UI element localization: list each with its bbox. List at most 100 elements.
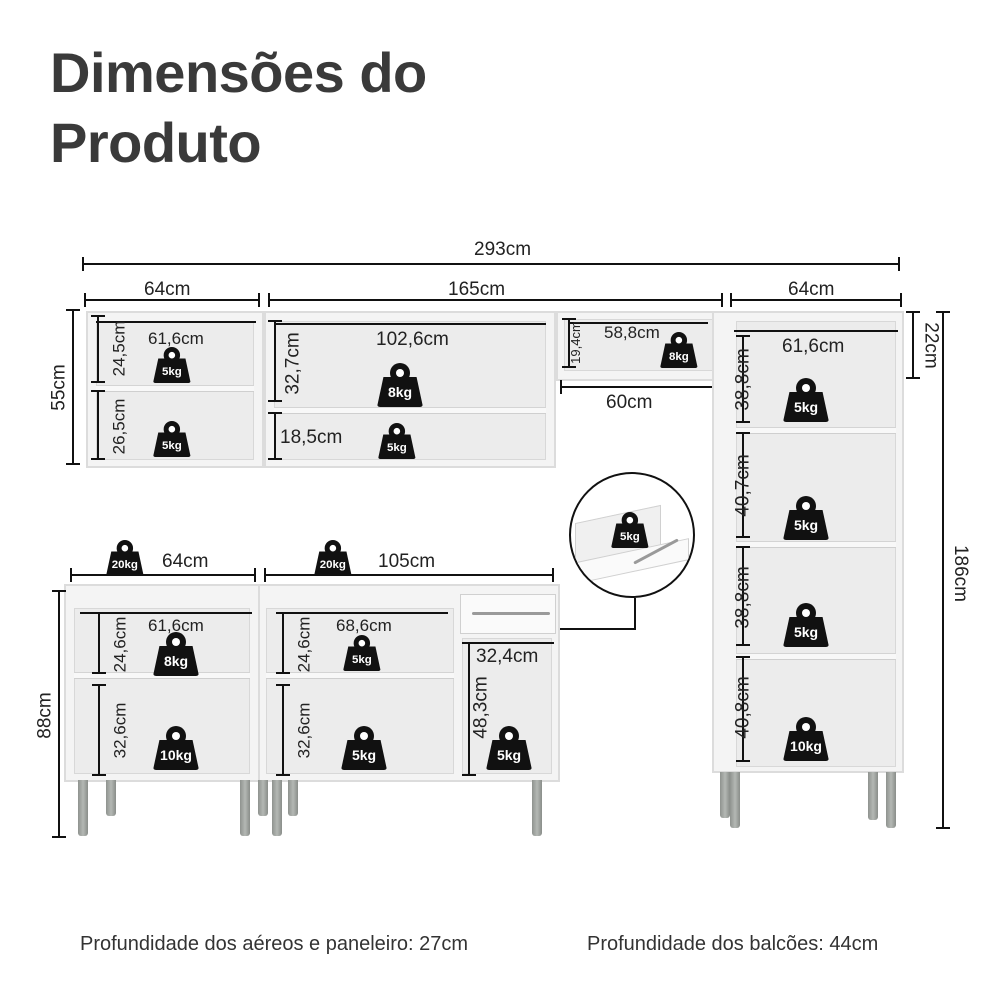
weight-label: 5kg <box>619 529 640 543</box>
tall-shelf-3-height-line <box>736 546 750 646</box>
base-side-height-line <box>462 642 476 776</box>
upper-right-inner-width-line <box>568 322 708 324</box>
tall-top-gap-label: 22cm <box>920 322 942 369</box>
upper-left-bottom-height-line <box>91 390 105 460</box>
tall-shelf-1-height-label: 38,8cm <box>732 348 754 411</box>
drawer-pointer-h <box>526 628 636 630</box>
footer-balcoes-depth: Profundidade dos balcões: 44cm <box>587 933 879 955</box>
base-left-top-height-label: 24,6cm <box>110 616 130 673</box>
base-mid-bottom-height-line <box>276 684 290 776</box>
base-left-bottom-height-label: 32,6cm <box>110 702 130 759</box>
weight-label: 8kg <box>163 653 189 669</box>
overall-width-line <box>82 257 900 271</box>
weight-icon: 5kg <box>378 423 416 460</box>
base-left-bottom-height-line <box>92 684 106 776</box>
leg <box>106 780 116 816</box>
tall-width-line <box>730 293 902 307</box>
base-mid-inner-width-line <box>278 612 448 614</box>
weight-label: 5kg <box>161 364 182 378</box>
base-left-width-line <box>70 568 256 582</box>
base-mid-drawer-handle <box>472 612 550 615</box>
upper-left-width-label: 64cm <box>144 279 191 300</box>
upper-left-top-height-line <box>91 315 105 383</box>
upper-mid-top-height-line <box>268 320 282 402</box>
tall-shelf <box>736 427 896 434</box>
upper-left-inner-width-label: 61,6cm <box>148 329 204 348</box>
weight-icon: 10kg <box>153 726 199 770</box>
weight-icon: 8kg <box>660 332 698 369</box>
weight-label: 8kg <box>668 349 689 363</box>
base-height-label: 88cm <box>34 692 56 739</box>
weight-label: 10kg <box>790 738 822 754</box>
tall-width-label: 64cm <box>788 279 835 300</box>
base-left-top-height-line <box>92 612 106 674</box>
weight-label: 5kg <box>793 624 819 640</box>
base-left-width-label: 64cm <box>162 551 209 572</box>
weight-icon: 8kg <box>377 363 423 407</box>
leg <box>886 772 896 828</box>
weight-icon: 5kg <box>343 635 381 672</box>
upper-mid-inner-width-line <box>276 323 546 325</box>
leg <box>868 772 878 820</box>
weight-label: 8kg <box>387 384 413 400</box>
weight-icon: 20kg <box>106 540 144 577</box>
base-mid-top-height-label: 24,6cm <box>294 616 314 673</box>
weight-label: 5kg <box>161 438 182 452</box>
upper-right-inner-width-label: 58,8cm <box>604 323 660 342</box>
upper-mid-shelf <box>274 407 546 414</box>
weight-icon: 5kg <box>486 726 532 770</box>
base-mid-width-line <box>264 568 554 582</box>
weight-label: 20kg <box>111 557 138 571</box>
upper-height-line <box>66 309 80 465</box>
weight-icon: 5kg <box>783 603 829 647</box>
tall-height-line <box>936 311 950 829</box>
tall-inner-width-line <box>734 330 898 332</box>
upper-mid-width-label: 165cm <box>448 279 506 300</box>
leg <box>532 780 542 836</box>
weight-label: 5kg <box>793 517 819 533</box>
base-mid-inner-width-label: 68,6cm <box>336 616 392 635</box>
base-left-inner-width-label: 61,6cm <box>148 616 204 635</box>
tall-top-gap-line <box>906 311 920 379</box>
weight-label: 5kg <box>793 399 819 415</box>
tall-shelf-2-height-line <box>736 432 750 538</box>
upper-right-height-line <box>562 318 576 368</box>
upper-right-width-line <box>560 380 714 394</box>
base-side-width-line <box>466 642 554 644</box>
leg <box>78 780 88 836</box>
base-left-inner-width-line <box>80 612 252 614</box>
upper-mid-bottom-height-label: 18,5cm <box>280 427 343 448</box>
weight-icon: 10kg <box>783 717 829 761</box>
drawer-detail-circle: 5kg <box>569 472 695 598</box>
tall-shelf <box>736 541 896 548</box>
weight-icon: 8kg <box>153 632 199 676</box>
tall-shelf-4-height-label: 40,8cm <box>732 676 754 739</box>
weight-icon: 5kg <box>153 421 191 458</box>
base-mid-top-height-line <box>276 612 290 674</box>
weight-label: 5kg <box>496 747 522 763</box>
tall-height-label: 186cm <box>950 544 972 603</box>
tall-shelf <box>736 653 896 660</box>
upper-left-inner-width-line <box>96 321 256 323</box>
title-line-1: Dimensões do <box>50 41 427 104</box>
leg <box>730 772 740 828</box>
upper-mid-inner-width-label: 102,6cm <box>376 329 449 350</box>
page-title: Dimensões do Produto <box>50 38 427 178</box>
base-mid-shelf <box>266 672 454 679</box>
overall-width-label: 293cm <box>474 239 532 260</box>
footer-aereos-depth: Profundidade dos aéreos e paneleiro: 27c… <box>80 933 469 955</box>
weight-icon: 5kg <box>783 496 829 540</box>
upper-left-shelf <box>96 385 254 392</box>
weight-label: 5kg <box>351 652 372 666</box>
base-mid-width-label: 105cm <box>378 551 436 572</box>
upper-mid-top-height-label: 32,7cm <box>282 332 304 395</box>
weight-label: 5kg <box>386 440 407 454</box>
tall-inner-width-label: 61,6cm <box>782 336 845 357</box>
tall-shelf-3-height-label: 38,8cm <box>732 566 754 629</box>
upper-mid-width-line <box>268 293 723 307</box>
drawer-pointer-v <box>634 598 636 630</box>
upper-left-width-line <box>84 293 260 307</box>
upper-left-bottom-height-label: 26,5cm <box>109 398 129 455</box>
tall-shelf-1-height-line <box>736 335 750 423</box>
leg <box>240 780 250 836</box>
